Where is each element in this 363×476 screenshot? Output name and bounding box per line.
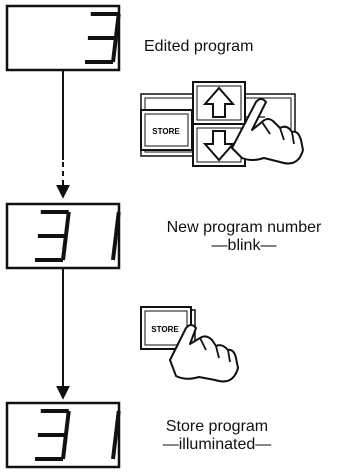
- display-store-program: [5, 401, 121, 469]
- down-arrow-icon: [202, 130, 236, 162]
- display-edited-program-digits: [85, 12, 121, 64]
- display-store-program-digits: [35, 409, 121, 461]
- digit-segment: [61, 434, 68, 460]
- pressing-hand-icon: [231, 98, 304, 165]
- digit-segment: [111, 434, 118, 460]
- up-button[interactable]: [192, 81, 246, 125]
- display-edited-program: [5, 4, 121, 72]
- digit-segment: [111, 37, 118, 63]
- digit-segment: [63, 410, 71, 436]
- store-button-pressed[interactable]: STORE: [151, 325, 179, 334]
- digit-segment: [111, 235, 118, 261]
- store-button-pressed-label: STORE: [151, 325, 179, 334]
- digit-segment: [113, 410, 121, 436]
- panel-store: STORE: [140, 306, 239, 383]
- digit-segment: [61, 235, 68, 261]
- digit-segment: [113, 211, 121, 237]
- step-3-caption: Store program: [165, 418, 269, 435]
- panel-up-down: STORE: [140, 81, 304, 167]
- display-new-program-number-digits: [35, 210, 121, 262]
- store-button[interactable]: STORE: [140, 109, 193, 151]
- step-2-caption: New program number: [166, 219, 322, 236]
- step-2-subcaption: —blink—: [211, 237, 277, 254]
- store-button-label: STORE: [152, 127, 180, 136]
- display-new-program-number: [5, 202, 121, 270]
- pressing-hand-icon-2: [169, 324, 239, 383]
- digit-segment: [63, 211, 71, 237]
- digit-segment: [113, 13, 121, 39]
- up-arrow-icon: [202, 86, 236, 118]
- step-3-subcaption: —illuminated—: [162, 436, 272, 453]
- step-1-caption: Edited program: [144, 38, 254, 55]
